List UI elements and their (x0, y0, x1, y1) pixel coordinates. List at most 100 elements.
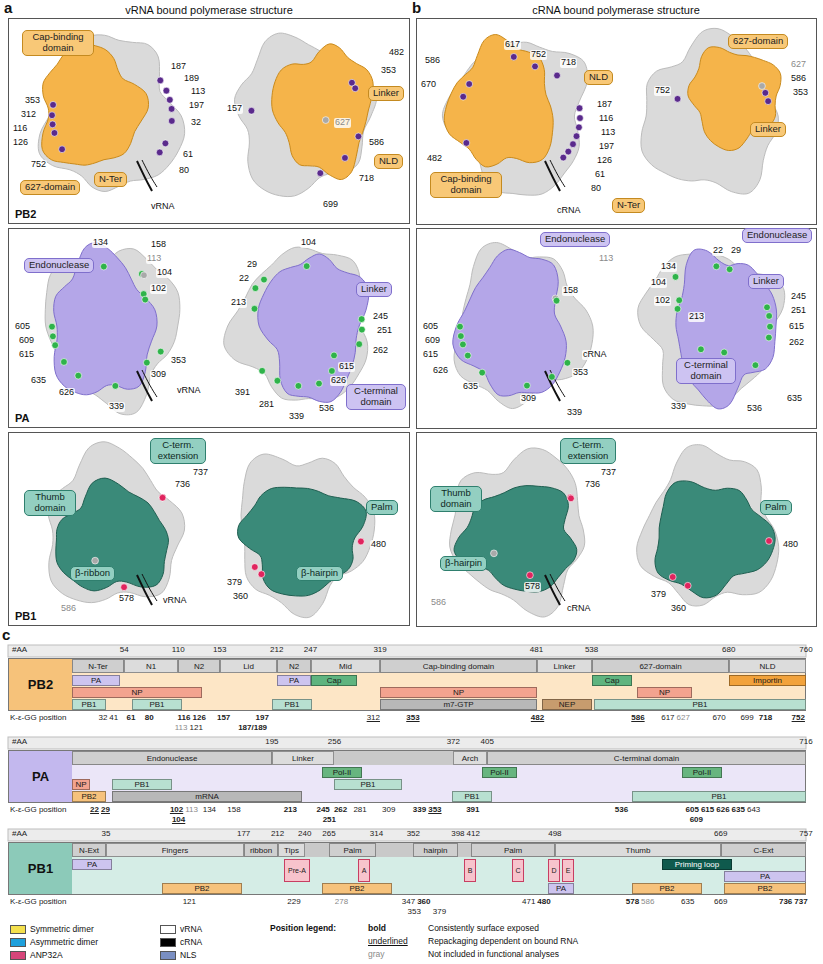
interaction-box: PB1 (132, 699, 182, 710)
subunit-surface (258, 254, 369, 402)
residue-dot (49, 121, 56, 128)
legend-note: bold (368, 924, 386, 933)
domain-segment: Palm (471, 843, 555, 857)
residue-number: 635 (786, 394, 803, 404)
domain-tag: Endonuclease (24, 258, 94, 273)
residue-number: 480 (370, 540, 387, 550)
row-header: K-ε-GG position (10, 806, 66, 815)
residue-number: 158 (562, 286, 579, 296)
interaction-box: mRNA (112, 791, 302, 802)
domain-segment: N-Ter (72, 659, 124, 673)
site-position: 102 (170, 806, 183, 815)
domain-tag: C-term. extension (150, 438, 206, 464)
domain-name: PB1 (360, 780, 375, 789)
site-position: 635 (681, 898, 694, 907)
residue-dot (548, 373, 555, 380)
domain-label: C-term. extension (155, 440, 201, 462)
motif-box: C (512, 859, 524, 882)
residue-dot (463, 140, 470, 147)
domain-label: 627-domain (25, 182, 75, 193)
residue-number: 480 (782, 540, 799, 550)
domain-name: PA (760, 872, 770, 881)
subunit-surface (42, 44, 149, 166)
domain-segment: Lid (220, 659, 277, 673)
residue-number: 281 (258, 400, 275, 410)
interaction-box: Cap (311, 675, 357, 686)
residue-dot (532, 63, 539, 70)
polymerase-surface (48, 442, 184, 603)
residue-number: 102 (654, 296, 671, 306)
domain-tag: C-terminal domain (346, 384, 406, 410)
residue-number: 102 (150, 284, 167, 294)
domain-name: PB1 (692, 700, 707, 709)
domain-tag: Thumb domain (430, 486, 482, 512)
residue-dot (726, 266, 733, 273)
site-position: 605 (686, 806, 699, 815)
domain-name: C (515, 867, 520, 874)
residue-dot (142, 296, 149, 303)
domain-label: NLD (589, 72, 608, 83)
domain-tag: Linker (750, 122, 786, 137)
residue-position: 247 (304, 646, 317, 655)
site-position: 736 (779, 898, 792, 907)
residue-position: 35 (101, 830, 110, 839)
rna-strand (142, 160, 157, 187)
interaction-box: Pol-II (482, 767, 517, 778)
site-position: 157 (217, 714, 230, 723)
residue-number: 158 (150, 240, 167, 250)
legend-text: vRNA (180, 924, 202, 934)
domain-name: Mid (339, 662, 352, 671)
residue-number: 379 (226, 578, 243, 588)
domain-tag: 627-domain (728, 34, 788, 49)
domain-tag: N-Ter (612, 198, 645, 213)
residue-position: 54 (120, 646, 129, 655)
residue-number: 536 (318, 404, 335, 414)
site-position: 29 (101, 806, 110, 815)
legend-item: vRNA (160, 924, 202, 934)
site-position: 669 (714, 898, 727, 907)
site-position: 80 (145, 714, 154, 723)
site-position: 121 (183, 898, 196, 907)
domain-tag: Linker (748, 274, 784, 289)
domain-name: PB1 (464, 792, 479, 801)
polymerase-surface (450, 448, 585, 617)
residue-number: 360 (232, 592, 249, 602)
residue-number: 699 (322, 200, 339, 210)
rna-label: cRNA (556, 206, 582, 216)
residue-dot (342, 155, 349, 162)
site-position: 617 (661, 714, 674, 723)
residue-position: 240 (298, 830, 311, 839)
domain-tag: Endonuclease (742, 228, 812, 243)
domain-name: B (468, 867, 473, 874)
residue-dot (565, 148, 572, 155)
interaction-box: PA (277, 675, 311, 686)
interaction-box: PA (72, 859, 112, 870)
site-position: 213 (284, 806, 297, 815)
domain-name: Cap (605, 676, 620, 685)
residue-dot (752, 362, 759, 369)
residue-dot (51, 130, 58, 137)
residue-number: 80 (590, 184, 602, 194)
residue-number: 113 (146, 254, 162, 264)
domain-name: NLD (759, 662, 775, 671)
residue-number: 113 (190, 87, 206, 97)
site-position: 586 (631, 714, 644, 723)
residue-dot (767, 323, 774, 330)
residue-number: 615 (422, 350, 439, 360)
legend-swatch (10, 925, 26, 934)
domain-map: PB2N-TerN1N2LidN2MidCap-binding domainLi… (8, 658, 806, 711)
site-position: 251 (323, 816, 336, 825)
residue-dot (674, 95, 681, 102)
legend-text: Symmetric dimer (30, 924, 94, 934)
residue-number: 353 (170, 356, 187, 366)
interaction-box: PB1 (72, 699, 106, 710)
site-position: 41 (109, 714, 118, 723)
domain-name: C-Ext (754, 846, 774, 855)
residue-number: 309 (520, 394, 537, 404)
residue-dot (570, 141, 577, 148)
legend-note: Position legend: (270, 924, 336, 933)
domain-name: Linker (292, 754, 314, 763)
domain-segment: N-Ext (72, 843, 106, 857)
site-position: 134 (203, 806, 216, 815)
residue-number: 157 (226, 104, 243, 114)
